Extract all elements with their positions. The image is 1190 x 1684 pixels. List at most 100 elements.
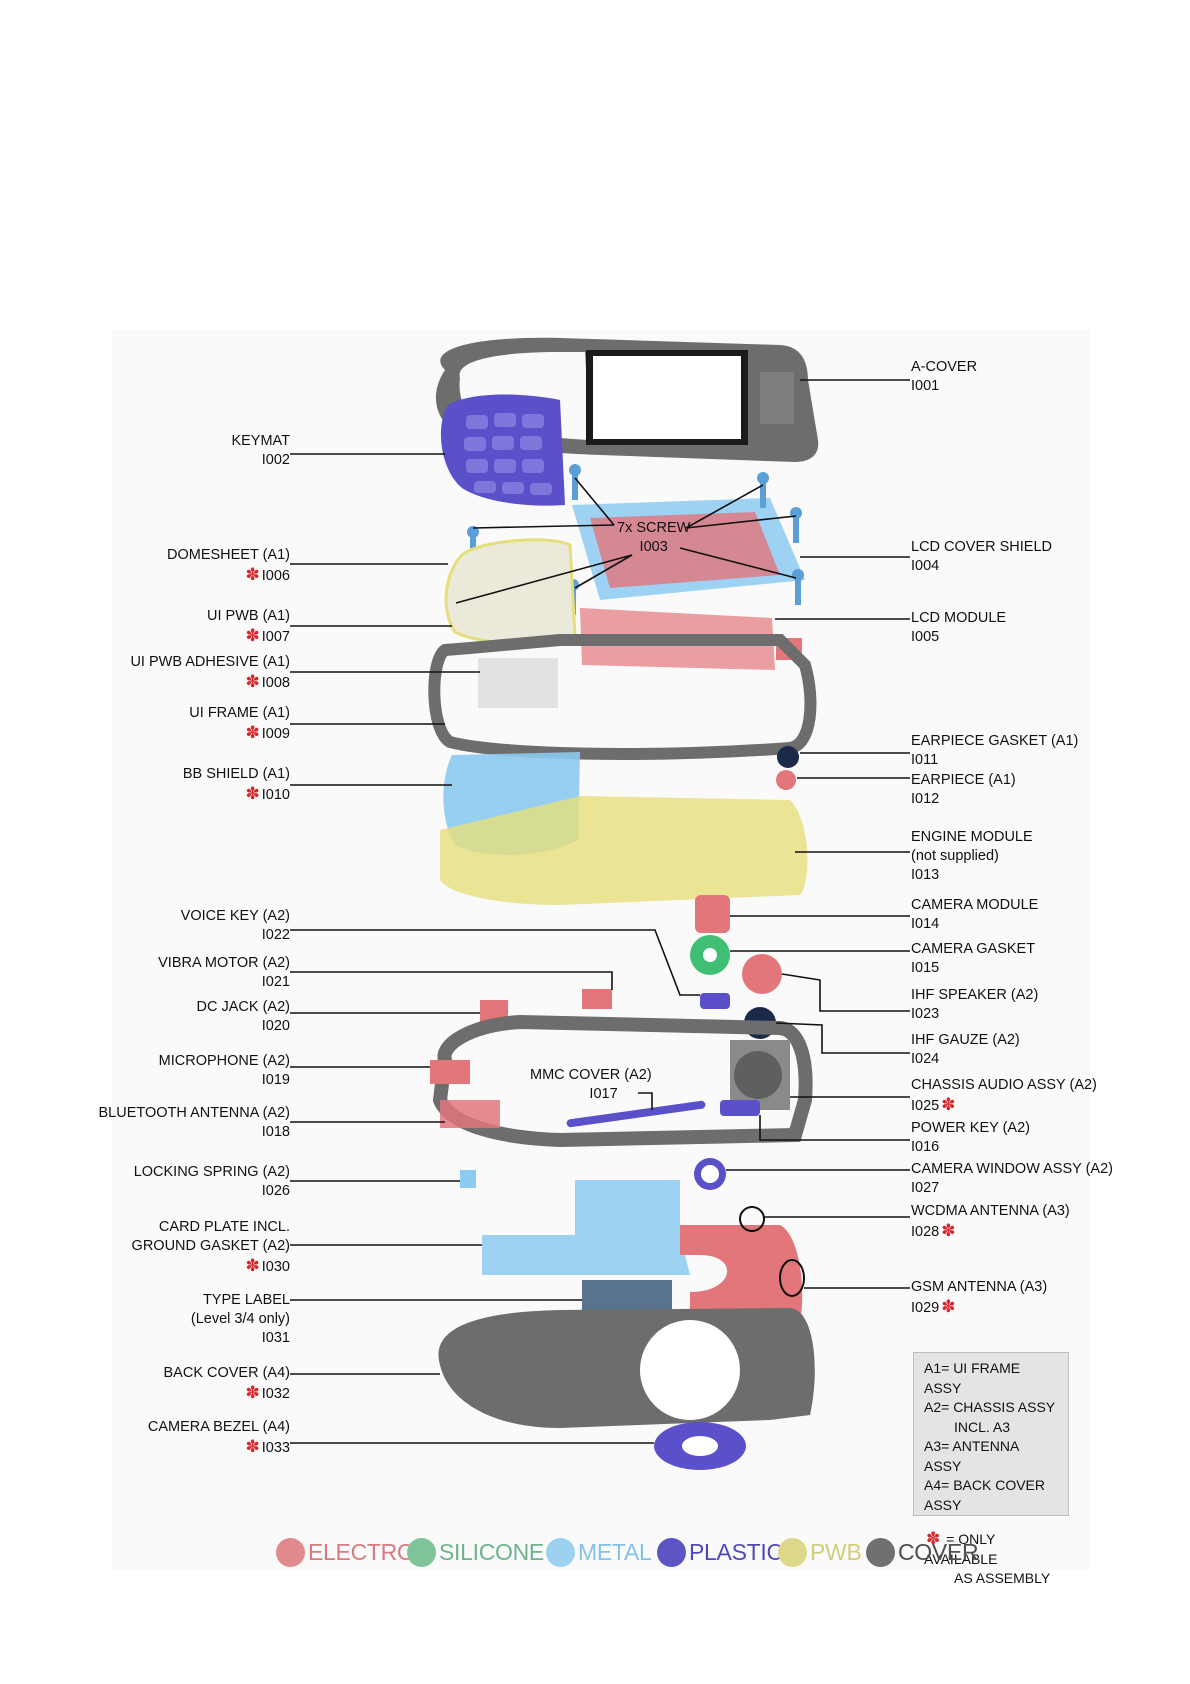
label-name: DOMESHEET (A1) <box>166 547 290 563</box>
star-icon: ✽ <box>245 1256 260 1275</box>
locking-spring-part <box>460 1170 476 1188</box>
label-vibra-motor: VIBRA MOTOR (A2) I021 <box>158 954 290 992</box>
label-code: I024 <box>911 1051 940 1067</box>
label-code: I013 <box>911 867 940 883</box>
label-code: I003 <box>639 539 668 555</box>
material-label: COVER <box>898 1538 979 1565</box>
label-name: GSM ANTENNA (A3) <box>911 1279 1048 1295</box>
label-name: BACK COVER (A4) <box>163 1365 291 1381</box>
label-code: I006 <box>261 568 290 584</box>
label-code: I001 <box>911 378 940 394</box>
label-name: EARPIECE (A1) <box>911 772 1016 788</box>
earpiece-part <box>776 770 796 790</box>
label-code: I012 <box>911 791 940 807</box>
material-label: PWB <box>810 1538 862 1565</box>
legend-a4: A4= BACK COVER ASSY <box>924 1477 1045 1513</box>
label-name: UI PWB ADHESIVE (A1) <box>130 654 290 670</box>
mmc-cover-part <box>566 1100 706 1128</box>
material-electro: ELECTRO <box>276 1535 415 1569</box>
star-icon: ✽ <box>245 1383 260 1402</box>
metal-swatch-icon <box>546 1537 575 1567</box>
label-voice-key: VOICE KEY (A2) I022 <box>181 907 290 945</box>
label-chassis-audio: CHASSIS AUDIO ASSY (A2) I025✽ <box>911 1076 1097 1116</box>
label-name: BB SHIELD (A1) <box>182 766 290 782</box>
label-code: I028 <box>911 1224 940 1240</box>
label-name: IHF SPEAKER (A2) <box>911 987 1039 1003</box>
label-name-2: (Level 3/4 only) <box>190 1311 290 1327</box>
label-code: I007 <box>261 629 290 645</box>
label-code: I032 <box>261 1386 290 1402</box>
material-label: SILICONE <box>439 1538 544 1565</box>
label-name: VIBRA MOTOR (A2) <box>158 955 290 971</box>
label-code: I009 <box>261 726 290 742</box>
label-name: UI FRAME (A1) <box>189 705 290 721</box>
label-code: I004 <box>911 558 940 574</box>
star-icon: ✽ <box>941 1095 956 1114</box>
material-silicone: SILICONE <box>407 1535 544 1569</box>
engine-module-part <box>440 796 808 905</box>
label-name: 7x SCREW <box>617 520 691 536</box>
label-code: I005 <box>911 629 940 645</box>
label-keymat: KEYMAT I002 <box>231 432 290 470</box>
label-name: VOICE KEY (A2) <box>180 908 290 924</box>
label-name: CHASSIS AUDIO ASSY (A2) <box>911 1077 1097 1093</box>
label-code: I031 <box>261 1330 290 1346</box>
label-camera-window: CAMERA WINDOW ASSY (A2) I027 <box>911 1160 1113 1198</box>
label-lcd-module: LCD MODULE I005 <box>911 609 1006 647</box>
label-name: DC JACK (A2) <box>196 999 290 1015</box>
label-ihf-gauze: IHF GAUZE (A2) I024 <box>911 1031 1020 1069</box>
label-name: A-COVER <box>911 359 978 375</box>
material-metal: METAL <box>546 1535 652 1569</box>
ui-pwb-adhesive-part <box>478 658 558 708</box>
camera-bezel-part <box>654 1422 746 1470</box>
label-camera-module: CAMERA MODULE I014 <box>911 896 1038 934</box>
camera-gasket-part <box>690 935 730 975</box>
keymat-part <box>440 394 565 506</box>
label-code: I019 <box>261 1072 290 1088</box>
vibra-motor-part <box>582 989 612 1009</box>
star-icon: ✽ <box>926 1529 941 1548</box>
bluetooth-antenna-part <box>440 1100 500 1128</box>
label-name: CAMERA BEZEL (A4) <box>147 1419 290 1435</box>
legend-a3: A3= ANTENNA ASSY <box>924 1438 1019 1474</box>
label-ui-pwb: UI PWB (A1) ✽I007 <box>207 607 290 647</box>
legend-star-note: = ONLY AVAILABLE <box>924 1531 998 1567</box>
material-label: METAL <box>578 1538 652 1565</box>
label-card-plate: CARD PLATE INCL. GROUND GASKET (A2) ✽I03… <box>132 1218 290 1277</box>
label-mmc-cover: MMC COVER (A2) I017 <box>530 1066 652 1104</box>
label-locking-spring: LOCKING SPRING (A2) I026 <box>134 1163 290 1201</box>
label-name: BLUETOOTH ANTENNA (A2) <box>98 1105 291 1121</box>
label-code: I008 <box>261 675 290 691</box>
plastic-swatch-icon <box>657 1537 686 1567</box>
label-name: EARPIECE GASKET (A1) <box>911 733 1079 749</box>
label-code: I030 <box>261 1259 290 1275</box>
label-bb-shield: BB SHIELD (A1) ✽I010 <box>183 765 290 805</box>
material-label: PLASTIC <box>689 1538 783 1565</box>
legend-star-note-2: AS ASSEMBLY <box>954 1570 1051 1586</box>
label-code: I014 <box>911 916 940 932</box>
label-code: I018 <box>261 1124 290 1140</box>
label-name-2: GROUND GASKET (A2) <box>131 1238 290 1254</box>
label-name: CAMERA MODULE <box>911 897 1039 913</box>
star-icon: ✽ <box>245 565 260 584</box>
label-name: ENGINE MODULE <box>911 829 1033 845</box>
card-plate-part <box>482 1180 690 1275</box>
star-icon: ✽ <box>245 723 260 742</box>
legend-a2: A2= CHASSIS ASSY <box>924 1399 1056 1415</box>
label-code: I023 <box>911 1006 940 1022</box>
label-gsm-antenna: GSM ANTENNA (A3) I029✽ <box>911 1278 1047 1318</box>
label-code: I002 <box>261 452 290 468</box>
camera-window-part <box>694 1158 726 1190</box>
label-name: POWER KEY (A2) <box>911 1120 1030 1136</box>
microphone-part <box>430 1060 470 1084</box>
label-ui-frame: UI FRAME (A1) ✽I009 <box>189 704 290 744</box>
label-code: I010 <box>261 787 290 803</box>
label-code: I025 <box>911 1098 940 1114</box>
label-microphone: MICROPHONE (A2) I019 <box>159 1052 290 1090</box>
material-legend: ELECTRO SILICONE METAL PLASTIC PWB COVER <box>0 1535 1190 1569</box>
label-name: TYPE LABEL <box>202 1292 290 1308</box>
star-icon: ✽ <box>941 1221 956 1240</box>
material-plastic: PLASTIC <box>657 1535 783 1569</box>
voice-key-part <box>700 993 730 1009</box>
label-name: MMC COVER (A2) <box>530 1067 652 1083</box>
